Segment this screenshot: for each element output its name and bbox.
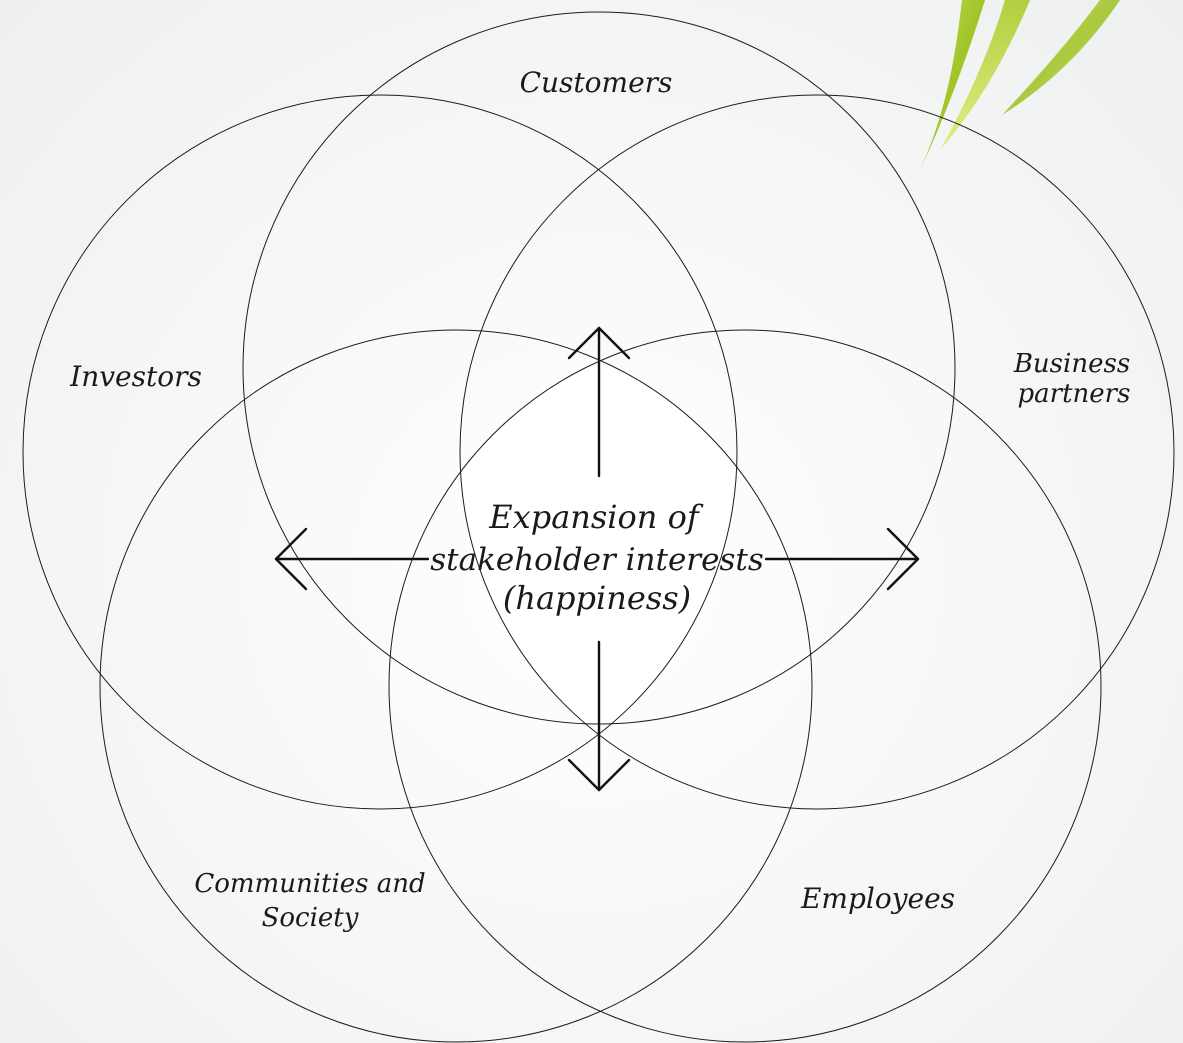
decorative-leaf-graphic <box>915 0 1120 180</box>
label-employees: Employees <box>800 882 955 915</box>
center-intersection-highlight <box>389 330 1101 1042</box>
arrow-right <box>766 529 918 589</box>
label-communities-line2: Society <box>262 903 359 933</box>
center-caption-line1: Expansion of <box>488 498 704 536</box>
label-customers: Customers <box>520 66 673 99</box>
center-caption-line3: (happiness) <box>503 579 691 617</box>
label-investors: Investors <box>69 360 202 393</box>
label-business-partners-line2: partners <box>1018 379 1131 409</box>
label-business-partners-line1: Business <box>1013 349 1130 379</box>
center-caption-line2: stakeholder interests <box>430 542 764 578</box>
label-communities-line1: Communities and <box>194 869 425 899</box>
